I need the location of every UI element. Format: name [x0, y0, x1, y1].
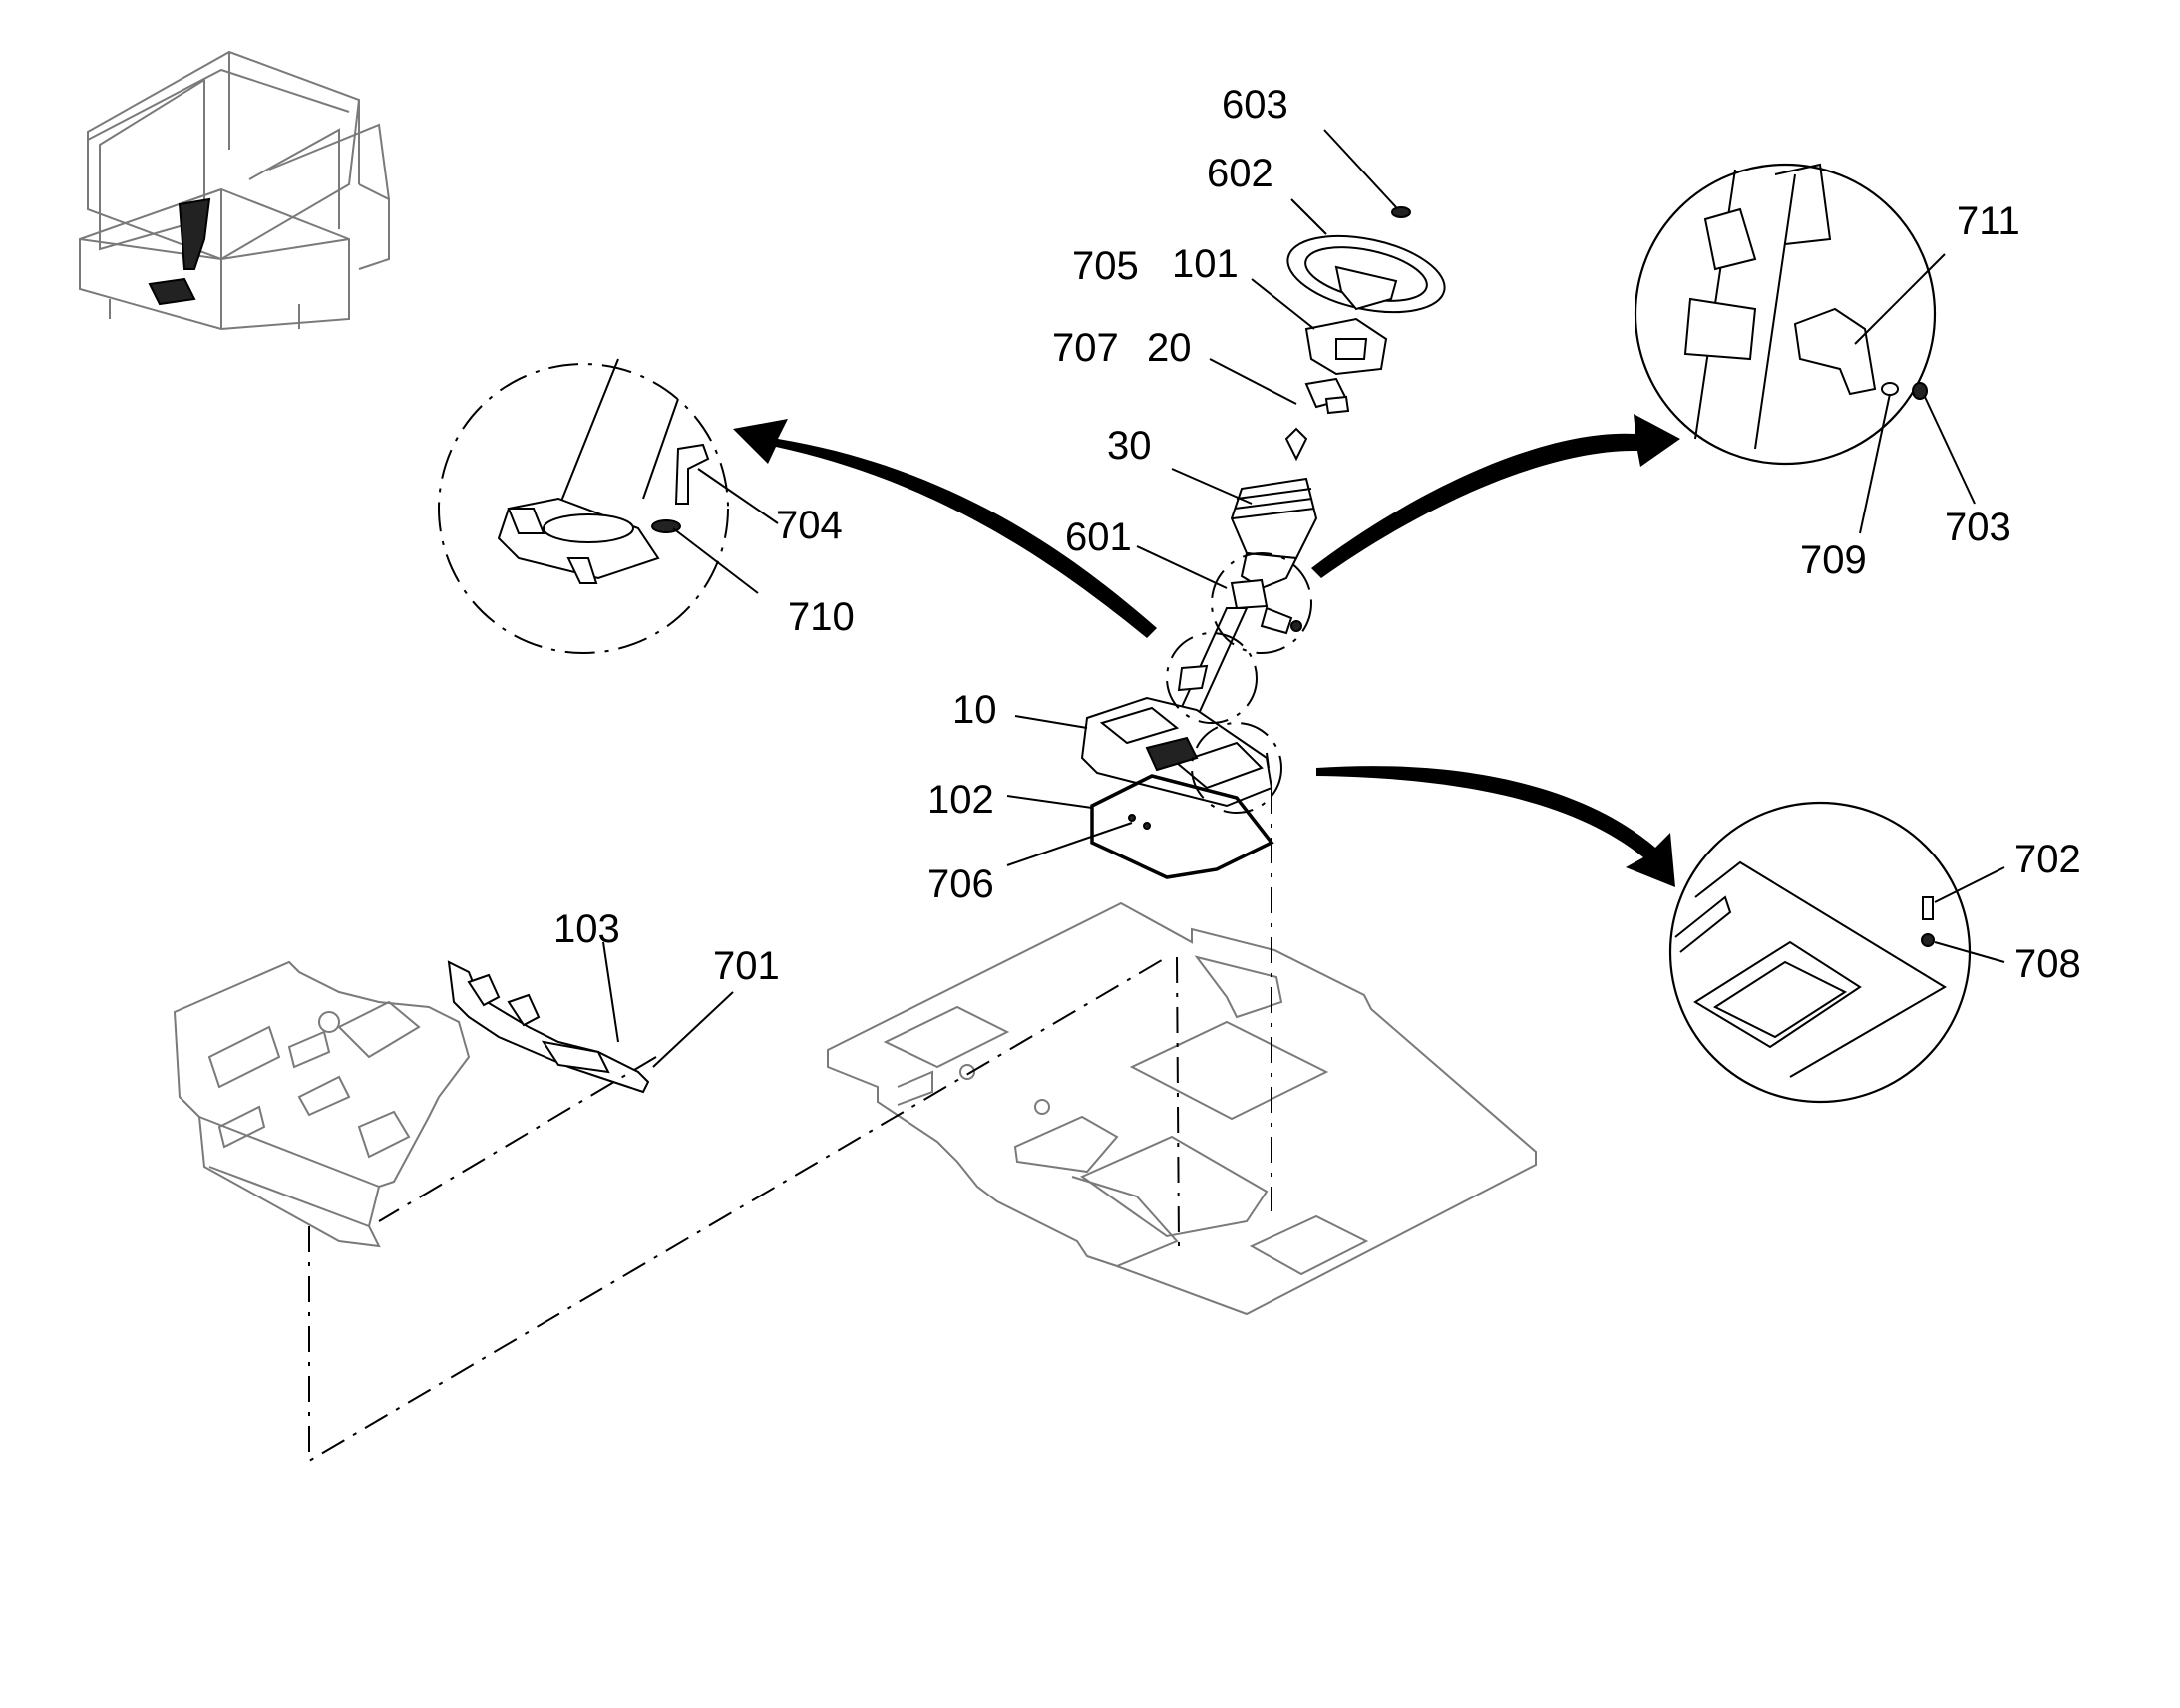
- bolt-704: [674, 443, 710, 505]
- detail-view-column-clamp: [1634, 163, 1937, 466]
- callout-711: 711: [1957, 199, 2020, 243]
- callout-706: 706: [927, 862, 994, 906]
- detail-view-column-mount: [438, 358, 729, 654]
- floor-plate-102: [1090, 774, 1274, 879]
- clamp-711: [1793, 307, 1877, 396]
- detail-view-plate-bracket: [1668, 801, 1972, 1104]
- callout-603: 603: [1222, 83, 1288, 127]
- washer-709: [1881, 382, 1899, 396]
- callout-20: 20: [1147, 326, 1192, 370]
- callout-602: 602: [1207, 152, 1273, 195]
- callout-708: 708: [2014, 942, 2081, 986]
- detail-arrows: [733, 414, 1680, 887]
- callout-30: 30: [1107, 424, 1152, 468]
- steering-column-assembly: [1080, 206, 1446, 879]
- callout-707: 707: [1052, 326, 1119, 370]
- callout-102: 102: [927, 778, 994, 822]
- callout-701: 701: [713, 944, 780, 988]
- nut-703: [1912, 382, 1928, 400]
- universal-joint-601: [1230, 578, 1269, 610]
- callout-705: 705: [1072, 244, 1139, 288]
- washer-708: [1921, 933, 1935, 947]
- callout-704: 704: [776, 504, 843, 547]
- cab-floor-plate: [827, 901, 1537, 1316]
- dashboard-panel-assembly: [173, 960, 650, 1248]
- callout-710: 710: [788, 595, 855, 639]
- callout-labels: 603 602 705 101 707 20 30 601 10 102 706…: [553, 83, 2081, 988]
- callout-10: 10: [952, 688, 997, 732]
- screw-702: [1922, 896, 1934, 920]
- cab-overview-thumbnail: [79, 50, 390, 331]
- callout-601: 601: [1065, 515, 1132, 559]
- callout-101: 101: [1172, 242, 1239, 286]
- horn-cap-603: [1391, 206, 1411, 218]
- callout-709: 709: [1800, 538, 1867, 582]
- assembly-dash-lines: [308, 788, 1272, 1463]
- callout-702: 702: [2014, 838, 2081, 881]
- callout-leader-lines: [602, 129, 2005, 1068]
- detail-source-markers: [1166, 552, 1312, 814]
- callout-103: 103: [553, 907, 620, 951]
- callout-703: 703: [1945, 506, 2011, 549]
